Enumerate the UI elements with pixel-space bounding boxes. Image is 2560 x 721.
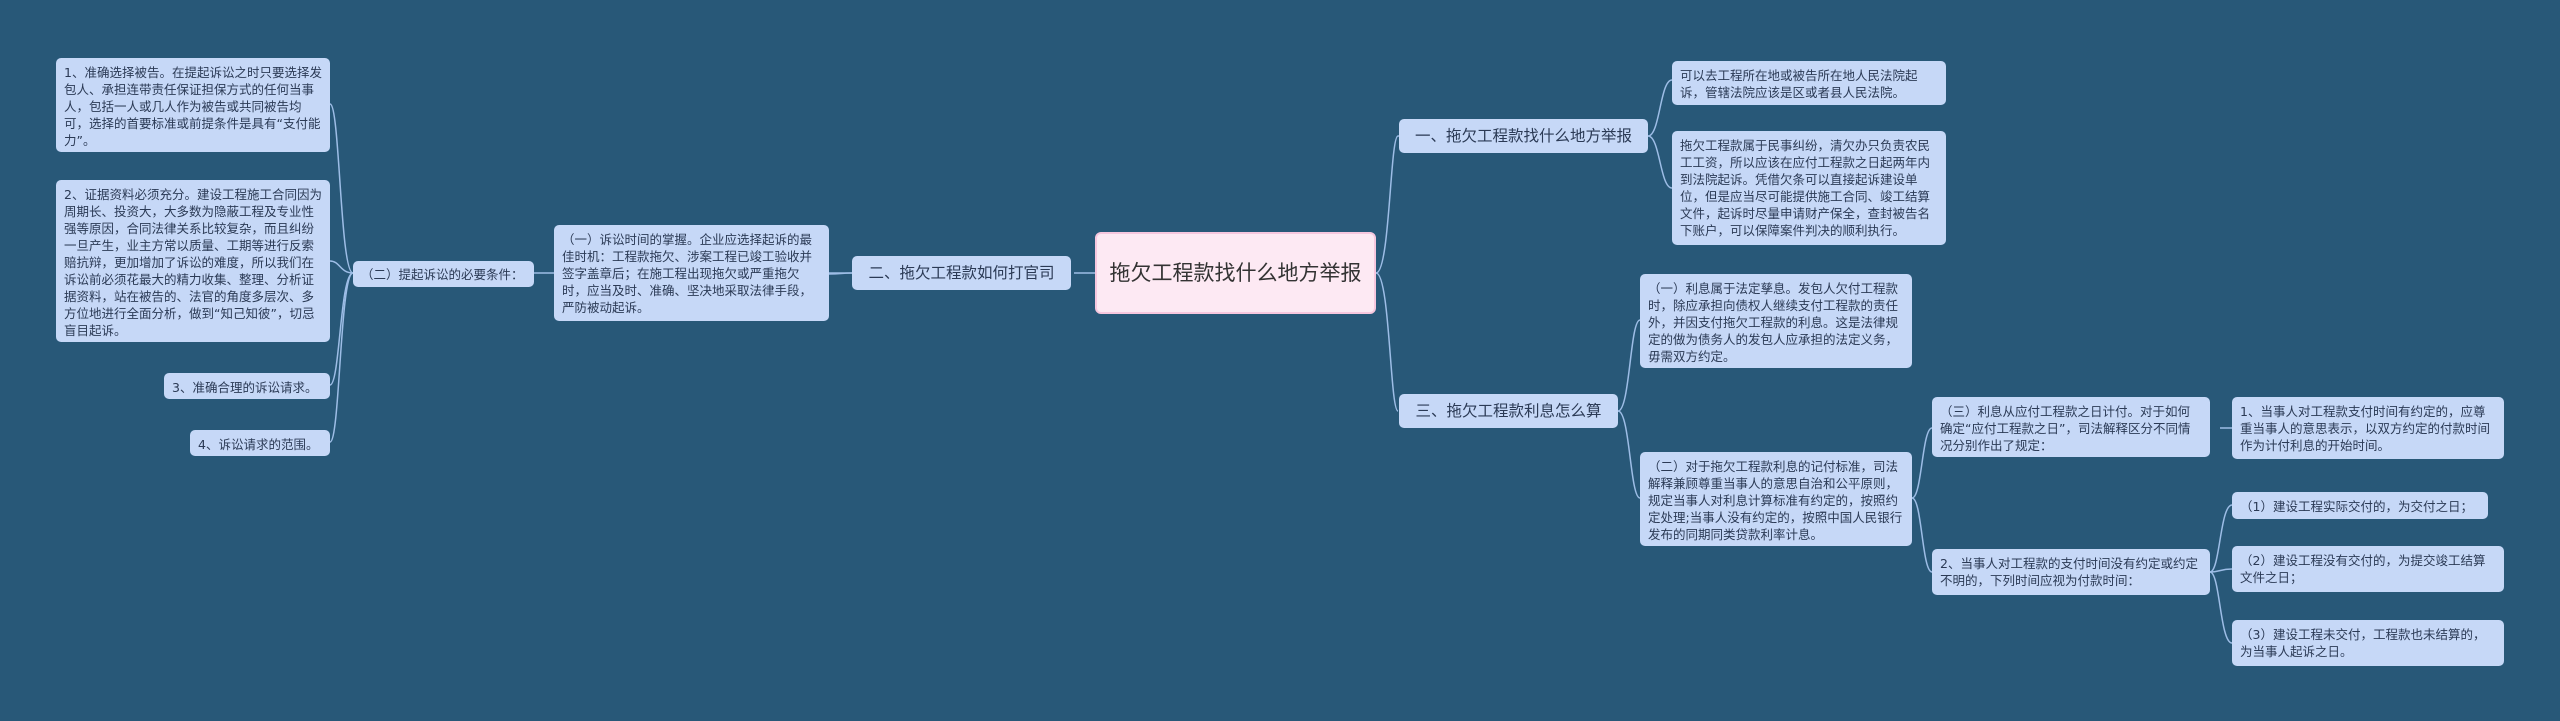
branch3-sub-interest-start[interactable]: （三）利息从应付工程款之日计付。对于如何确定“应付工程款之日”，司法解释区分不同… xyxy=(1932,397,2210,457)
link-sub2-c1 xyxy=(2209,504,2233,573)
branch3-sub2-not-settled[interactable]: （3）建设工程未交付，工程款也未结算的，为当事人起诉之日。 xyxy=(2232,620,2504,666)
branch3-sub2-delivered[interactable]: （1）建设工程实际交付的，为交付之日； xyxy=(2232,492,2488,519)
branch3-sub-no-agreement[interactable]: 2、当事人对工程款的支付时间没有约定或约定不明的，下列时间应视为付款时间： xyxy=(1932,549,2210,595)
link-left-c2 xyxy=(329,260,354,274)
branch-how-to-sue[interactable]: 二、拖欠工程款如何打官司 xyxy=(852,256,1071,290)
link-sub2-c3 xyxy=(2209,571,2233,644)
branch2-item-timing[interactable]: （一）诉讼时间的掌握。企业应选择起诉的最佳时机：工程款拖欠、涉案工程已竣工验收并… xyxy=(554,225,829,321)
condition-evidence[interactable]: 2、证据资料必须充分。建设工程施工合同因为周期长、投资大，大多数为隐蔽工程及专业… xyxy=(56,180,330,342)
branch3-item-interest-standard[interactable]: （二）对于拖欠工程款利息的记付标准，司法解释兼顾尊重当事人的意思自治和公平原则，… xyxy=(1640,452,1912,546)
link-left-c3 xyxy=(329,272,354,386)
link-branch1-item1 xyxy=(1647,79,1673,137)
branch1-item-court[interactable]: 可以去工程所在地或被告所在地人民法院起诉，管辖法院应该是区或者县人民法院。 xyxy=(1672,61,1946,105)
link-sub2-c2 xyxy=(2209,568,2233,573)
link-left-c1 xyxy=(329,103,354,274)
branch3-item-statutory-interest[interactable]: （一）利息属于法定孳息。发包人欠付工程款时，除应承担向债权人继续支付工程款的责任… xyxy=(1640,274,1912,368)
condition-choose-defendant[interactable]: 1、准确选择被告。在提起诉讼之时只要选择发包人、承担连带责任保证担保方式的任何当… xyxy=(56,58,330,152)
link-root-branch1 xyxy=(1375,135,1399,274)
branch1-item-civil-dispute[interactable]: 拖欠工程款属于民事纠纷，清欠办只负责农民工工资，所以应该在应付工程款之日起两年内… xyxy=(1672,131,1946,245)
condition-scope[interactable]: 4、诉讼请求的范围。 xyxy=(190,430,330,456)
root-topic[interactable]: 拖欠工程款找什么地方举报 xyxy=(1095,232,1376,314)
branch3-sub1-agreed-time[interactable]: 1、当事人对工程款支付时间有约定的，应尊重当事人的意思表示，以双方约定的付款时间… xyxy=(2232,397,2504,459)
link-b3i2-sub2 xyxy=(1911,497,1933,573)
branch-interest-calc[interactable]: 三、拖欠工程款利息怎么算 xyxy=(1399,394,1618,428)
condition-claim[interactable]: 3、准确合理的诉讼请求。 xyxy=(164,373,330,399)
branch2-item-conditions[interactable]: （二）提起诉讼的必要条件： xyxy=(353,261,534,287)
link-branch3-item1 xyxy=(1617,319,1641,412)
link-b3i2-sub1 xyxy=(1911,427,1933,499)
link-root-branch3 xyxy=(1375,272,1399,412)
branch3-sub2-not-delivered[interactable]: （2）建设工程没有交付的，为提交竣工结算文件之日； xyxy=(2232,546,2504,592)
link-branch3-item2 xyxy=(1617,410,1641,499)
link-left-c4 xyxy=(329,272,354,443)
link-branch2-item2 xyxy=(828,272,853,275)
link-branch1-item2 xyxy=(1647,135,1673,189)
branch-where-to-report[interactable]: 一、拖欠工程款找什么地方举报 xyxy=(1399,119,1648,153)
